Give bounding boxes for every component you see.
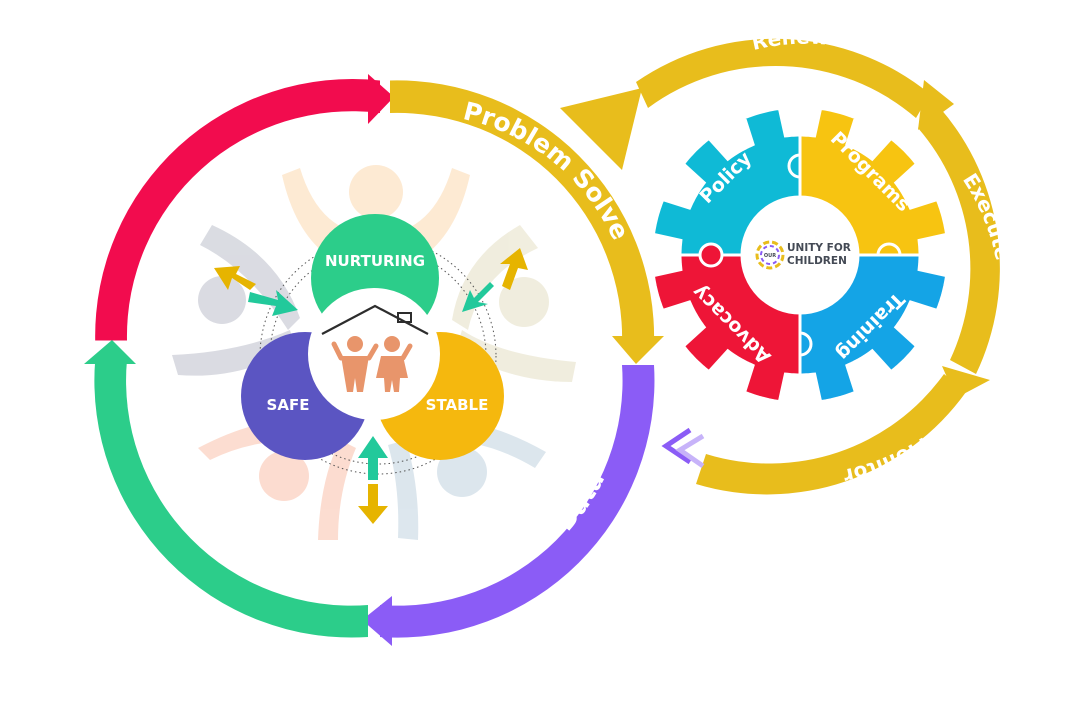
unity-for-children-logo: OUR UNITY FOR CHILDREN xyxy=(755,240,851,270)
teal-arrow-icon xyxy=(358,436,388,480)
data-segment xyxy=(380,365,655,638)
teal-arrow-icon xyxy=(462,282,494,312)
renew-arrowhead xyxy=(918,80,954,130)
logo-our-text: OUR xyxy=(764,253,776,259)
evidence-segment xyxy=(94,360,369,638)
evidence-arrowhead xyxy=(84,340,136,364)
gear-puzzle: OUR UNITY FOR CHILDREN Policy Programs T… xyxy=(651,106,949,404)
knowledge-arrowhead xyxy=(368,74,394,124)
teal-arrow-icon xyxy=(248,290,298,316)
problem-solve-segment xyxy=(390,80,655,346)
data-arrowhead xyxy=(362,596,392,646)
yellow-arrow-icon xyxy=(214,266,256,290)
puzzle-knob xyxy=(698,242,724,268)
yellow-arrow-icon xyxy=(500,248,528,290)
logo-line2: CHILDREN xyxy=(787,255,847,267)
safe-label: SAFE xyxy=(267,396,310,414)
core-arrows xyxy=(214,248,528,524)
problem-solve-arrowhead xyxy=(612,336,664,364)
advocacy-piece xyxy=(651,253,802,404)
renew-segment xyxy=(636,38,930,118)
stable-label: STABLE xyxy=(426,396,489,414)
monitor-segment xyxy=(696,374,966,495)
right-cycle-ring: Renew Execute Monitor xyxy=(560,25,1015,495)
gear-center-disc xyxy=(742,197,858,313)
logo-line1: UNITY FOR xyxy=(787,242,851,254)
knowledge-segment xyxy=(95,78,381,341)
colorful-ring-icon xyxy=(755,240,785,270)
house-with-children-icon xyxy=(321,304,429,392)
yellow-arrow-icon xyxy=(358,484,388,524)
chevron-arrow-icon xyxy=(661,427,705,469)
core-circles: NURTURING SAFE STABLE xyxy=(241,214,504,460)
nurturing-label: NURTURING xyxy=(325,252,425,270)
return-arrowhead xyxy=(560,88,642,170)
execute-segment xyxy=(918,108,1000,374)
